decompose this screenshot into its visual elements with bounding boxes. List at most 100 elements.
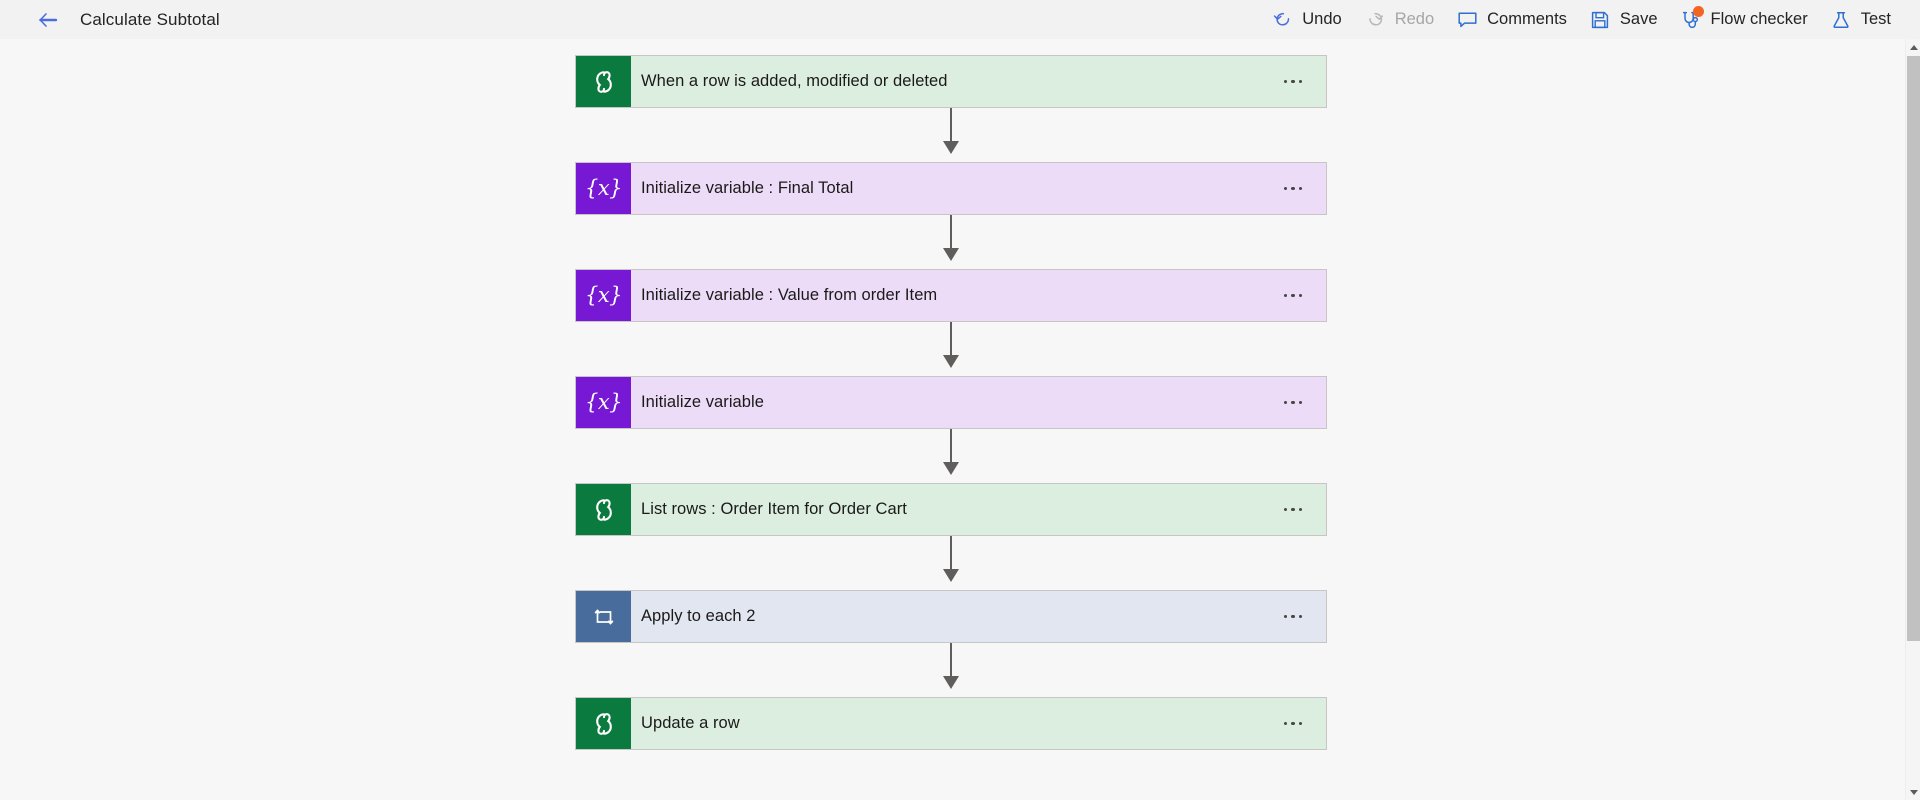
- save-button[interactable]: Save: [1578, 0, 1669, 39]
- flow-node-card[interactable]: Apply to each 2: [575, 590, 1327, 643]
- ellipsis-dot: [1283, 614, 1288, 619]
- arrow-head-icon: [943, 355, 959, 368]
- flow-node-title: Initialize variable : Value from order I…: [641, 286, 938, 304]
- command-bar-actions: Undo Redo Comments: [1260, 0, 1902, 39]
- flow-node-card[interactable]: When a row is added, modified or deleted: [575, 55, 1327, 108]
- variable-icon: {x}: [576, 270, 631, 321]
- flow-node-title: Update a row: [641, 714, 740, 732]
- flow-node-stack: When a row is added, modified or deleted…: [575, 55, 1327, 750]
- undo-label: Undo: [1302, 10, 1342, 28]
- flow-node-body: Initialize variable : Value from order I…: [631, 270, 1326, 321]
- flow-node-body: When a row is added, modified or deleted: [631, 56, 1326, 107]
- ellipsis-dot: [1298, 79, 1303, 84]
- variable-icon: {x}: [576, 377, 631, 428]
- connector-line: [950, 536, 952, 576]
- connector-line: [950, 643, 952, 683]
- ellipsis-dot: [1283, 400, 1288, 405]
- command-bar: Calculate Subtotal Undo: [0, 0, 1920, 39]
- flow-node-menu-button[interactable]: [1276, 602, 1310, 632]
- variable-glyph: {x}: [584, 283, 623, 307]
- dataverse-icon: [576, 56, 631, 107]
- flow-node-title: When a row is added, modified or deleted: [641, 72, 948, 90]
- comment-icon: [1456, 9, 1478, 31]
- vertical-scrollbar[interactable]: [1905, 39, 1920, 800]
- stethoscope-icon: [1680, 5, 1704, 31]
- flow-checker-label: Flow checker: [1710, 10, 1808, 28]
- save-label: Save: [1619, 10, 1658, 28]
- ellipsis-dot: [1298, 293, 1303, 298]
- flow-node-body: List rows : Order Item for Order Cart: [631, 484, 1326, 535]
- variable-icon: {x}: [576, 163, 631, 214]
- flow-node-menu-button[interactable]: [1276, 281, 1310, 311]
- redo-button[interactable]: Redo: [1353, 0, 1445, 39]
- ellipsis-dot: [1291, 293, 1295, 298]
- undo-button[interactable]: Undo: [1260, 0, 1352, 39]
- connector-line: [950, 108, 952, 148]
- scroll-down-arrow[interactable]: [1906, 784, 1920, 800]
- flow-node-menu-button[interactable]: [1276, 67, 1310, 97]
- flask-icon: [1830, 9, 1852, 31]
- chevron-down-icon: [1909, 789, 1918, 795]
- comments-button[interactable]: Comments: [1445, 0, 1578, 39]
- ellipsis-dot: [1291, 186, 1295, 191]
- comments-label: Comments: [1487, 10, 1567, 28]
- flow-node-menu-button[interactable]: [1276, 388, 1310, 418]
- ellipsis-dot: [1283, 293, 1288, 298]
- flow-node-card[interactable]: List rows : Order Item for Order Cart: [575, 483, 1327, 536]
- loop-icon: [576, 591, 631, 642]
- arrow-head-icon: [943, 462, 959, 475]
- flow-node-menu-button[interactable]: [1276, 495, 1310, 525]
- ellipsis-dot: [1283, 186, 1288, 191]
- flow-node-body: Update a row: [631, 698, 1326, 749]
- flow-canvas[interactable]: When a row is added, modified or deleted…: [0, 39, 1905, 800]
- flow-node-card[interactable]: {x} Initialize variable : Value from orde…: [575, 269, 1327, 322]
- test-label: Test: [1860, 10, 1891, 28]
- flow-connector-arrow: [575, 429, 1327, 483]
- redo-label: Redo: [1394, 10, 1435, 28]
- arrow-head-icon: [943, 676, 959, 689]
- flow-connector-arrow: [575, 215, 1327, 269]
- save-icon: [1589, 9, 1611, 31]
- back-button[interactable]: [30, 4, 66, 36]
- arrow-head-icon: [943, 569, 959, 582]
- scroll-up-arrow[interactable]: [1906, 39, 1920, 55]
- dataverse-icon: [576, 698, 631, 749]
- flow-node-card[interactable]: Update a row: [575, 697, 1327, 750]
- ellipsis-dot: [1298, 186, 1303, 191]
- flow-node-title: Initialize variable : Final Total: [641, 179, 854, 197]
- dataverse-icon: [576, 484, 631, 535]
- flow-node-body: Initialize variable : Final Total: [631, 163, 1326, 214]
- scroll-thumb[interactable]: [1907, 56, 1920, 641]
- flow-checker-badge: [1692, 5, 1704, 17]
- flow-connector-arrow: [575, 536, 1327, 590]
- flow-connector-arrow: [575, 643, 1327, 697]
- variable-glyph: {x}: [584, 176, 623, 200]
- connector-line: [950, 215, 952, 255]
- connector-line: [950, 322, 952, 362]
- flow-node-menu-button[interactable]: [1276, 709, 1310, 739]
- undo-icon: [1271, 9, 1293, 31]
- test-button[interactable]: Test: [1819, 0, 1902, 39]
- flow-node-menu-button[interactable]: [1276, 174, 1310, 204]
- redo-icon: [1364, 9, 1386, 31]
- page-title: Calculate Subtotal: [80, 9, 220, 29]
- flow-connector-arrow: [575, 322, 1327, 376]
- arrow-head-icon: [943, 248, 959, 261]
- flow-checker-button[interactable]: Flow checker: [1669, 0, 1819, 39]
- arrow-head-icon: [943, 141, 959, 154]
- flow-node-body: Initialize variable: [631, 377, 1326, 428]
- ellipsis-dot: [1298, 400, 1303, 405]
- command-bar-left: Calculate Subtotal: [0, 4, 220, 36]
- ellipsis-dot: [1283, 721, 1288, 726]
- flow-node-body: Apply to each 2: [631, 591, 1326, 642]
- ellipsis-dot: [1291, 507, 1295, 512]
- flow-node-card[interactable]: {x}Initialize variable: [575, 376, 1327, 429]
- ellipsis-dot: [1283, 507, 1288, 512]
- flow-node-title: List rows : Order Item for Order Cart: [641, 500, 907, 518]
- ellipsis-dot: [1298, 721, 1303, 726]
- flow-node-card[interactable]: {x} Initialize variable : Final Total: [575, 162, 1327, 215]
- connector-line: [950, 429, 952, 469]
- ellipsis-dot: [1298, 614, 1303, 619]
- ellipsis-dot: [1291, 614, 1295, 619]
